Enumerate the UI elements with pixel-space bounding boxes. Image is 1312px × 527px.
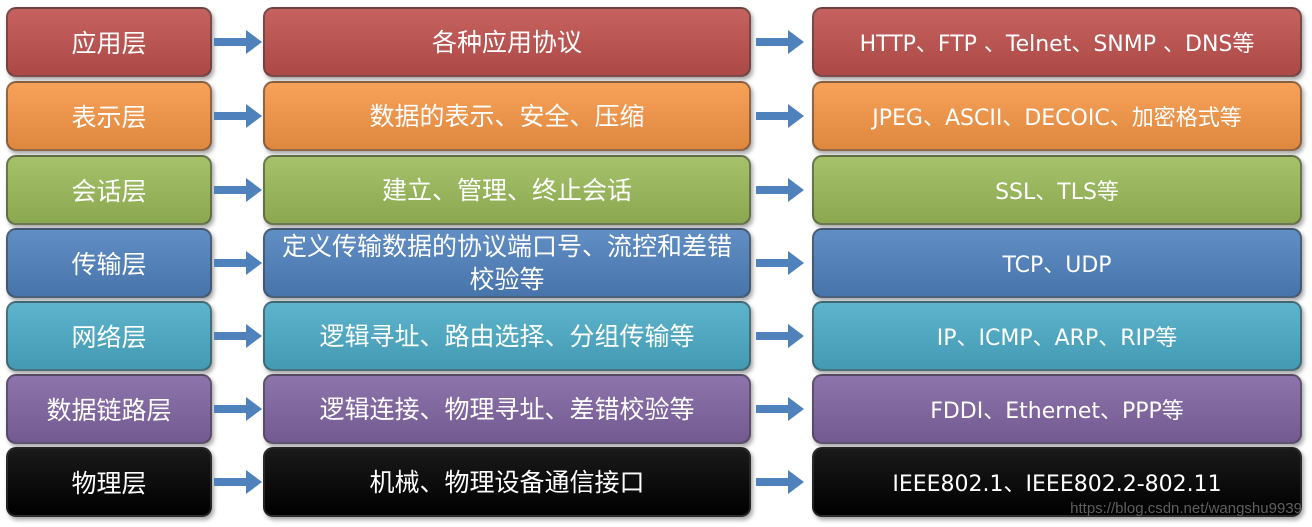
- protocol-label: TCP、UDP: [1002, 253, 1112, 278]
- layer-label: 会话层: [71, 177, 147, 206]
- right-arrow-icon: [214, 178, 262, 202]
- right-arrow-icon: [756, 30, 804, 54]
- function-box-transport: 定义传输数据的协议端口号、流控和差错校验等: [263, 228, 751, 298]
- function-label: 逻辑连接、物理寻址、差错校验等: [319, 394, 695, 424]
- row-transport: 传输层 定义传输数据的协议端口号、流控和差错校验等 TCP、UDP: [0, 228, 1312, 298]
- layer-label: 应用层: [71, 29, 147, 58]
- function-box-session: 建立、管理、终止会话: [263, 155, 751, 225]
- protocol-box-application: HTTP、FTP 、Telnet、SNMP 、DNS等: [812, 7, 1302, 77]
- right-arrow-icon: [214, 104, 262, 128]
- protocol-box-session: SSL、TLS等: [812, 155, 1302, 225]
- right-arrow-icon: [756, 324, 804, 348]
- function-box-application: 各种应用协议: [263, 7, 751, 77]
- protocol-box-datalink: FDDI、Ethernet、PPP等: [812, 374, 1302, 444]
- function-label: 机械、物理设备通信接口: [369, 467, 645, 497]
- layer-label: 网络层: [71, 323, 147, 352]
- function-box-datalink: 逻辑连接、物理寻址、差错校验等: [263, 374, 751, 444]
- row-physical: 物理层 机械、物理设备通信接口 IEEE802.1、IEEE802.2-802.…: [0, 447, 1312, 517]
- right-arrow-icon: [756, 251, 804, 275]
- function-label: 建立、管理、终止会话: [381, 175, 632, 205]
- right-arrow-icon: [756, 397, 804, 421]
- row-presentation: 表示层 数据的表示、安全、压缩 JPEG、ASCII、DECOIC、加密格式等: [0, 81, 1312, 151]
- function-box-physical: 机械、物理设备通信接口: [263, 447, 751, 517]
- protocol-label: SSL、TLS等: [995, 180, 1119, 205]
- protocol-box-transport: TCP、UDP: [812, 228, 1302, 298]
- layer-label: 传输层: [71, 250, 147, 279]
- protocol-label: IEEE802.1、IEEE802.2-802.11: [892, 472, 1222, 497]
- right-arrow-icon: [214, 251, 262, 275]
- protocol-label: HTTP、FTP 、Telnet、SNMP 、DNS等: [859, 32, 1255, 57]
- protocol-label: IP、ICMP、ARP、RIP等: [936, 326, 1178, 351]
- layer-label: 表示层: [71, 103, 147, 132]
- protocol-label: FDDI、Ethernet、PPP等: [930, 399, 1184, 424]
- watermark-url: https://blog.csdn.net/wangshu9939: [1070, 500, 1302, 517]
- layer-box-transport: 传输层: [6, 228, 212, 298]
- layer-box-datalink: 数据链路层: [6, 374, 212, 444]
- right-arrow-icon: [756, 178, 804, 202]
- layer-box-presentation: 表示层: [6, 81, 212, 151]
- protocol-box-network: IP、ICMP、ARP、RIP等: [812, 301, 1302, 371]
- layer-box-application: 应用层: [6, 7, 212, 77]
- row-network: 网络层 逻辑寻址、路由选择、分组传输等 IP、ICMP、ARP、RIP等: [0, 301, 1312, 371]
- function-label: 各种应用协议: [431, 27, 582, 57]
- protocol-box-presentation: JPEG、ASCII、DECOIC、加密格式等: [812, 81, 1302, 151]
- right-arrow-icon: [756, 470, 804, 494]
- function-label: 数据的表示、安全、压缩: [369, 101, 645, 131]
- right-arrow-icon: [214, 324, 262, 348]
- right-arrow-icon: [756, 104, 804, 128]
- layer-label: 物理层: [71, 469, 147, 498]
- protocol-box-physical: IEEE802.1、IEEE802.2-802.11: [812, 447, 1302, 517]
- function-label: 逻辑寻址、路由选择、分组传输等: [319, 321, 695, 351]
- layer-box-session: 会话层: [6, 155, 212, 225]
- right-arrow-icon: [214, 397, 262, 421]
- row-session: 会话层 建立、管理、终止会话 SSL、TLS等: [0, 155, 1312, 225]
- function-box-network: 逻辑寻址、路由选择、分组传输等: [263, 301, 751, 371]
- layer-box-network: 网络层: [6, 301, 212, 371]
- function-box-presentation: 数据的表示、安全、压缩: [263, 81, 751, 151]
- layer-label: 数据链路层: [46, 396, 172, 425]
- row-datalink: 数据链路层 逻辑连接、物理寻址、差错校验等 FDDI、Ethernet、PPP等: [0, 374, 1312, 444]
- protocol-label: JPEG、ASCII、DECOIC、加密格式等: [872, 106, 1242, 131]
- function-label: 定义传输数据的协议端口号、流控和差错校验等: [281, 232, 732, 294]
- layer-box-physical: 物理层: [6, 447, 212, 517]
- row-application: 应用层 各种应用协议 HTTP、FTP 、Telnet、SNMP 、DNS等: [0, 7, 1312, 77]
- right-arrow-icon: [214, 30, 262, 54]
- right-arrow-icon: [214, 470, 262, 494]
